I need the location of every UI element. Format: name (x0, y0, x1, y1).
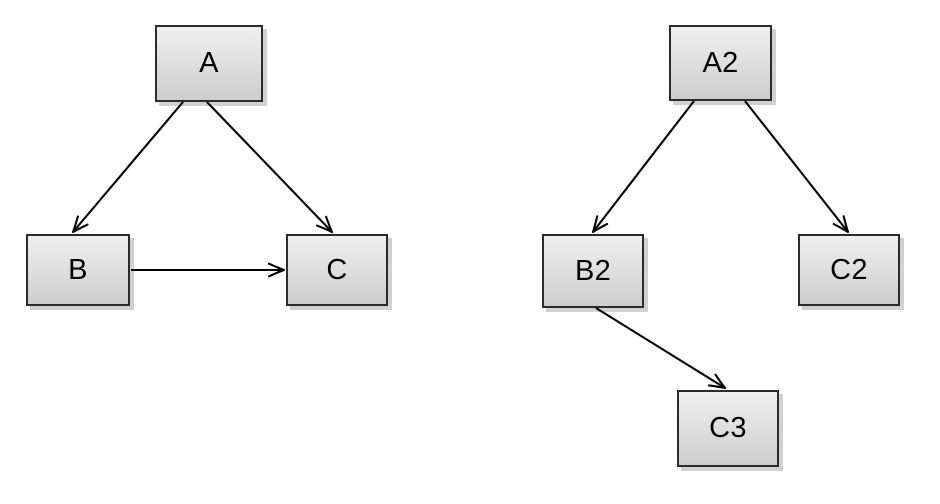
arrowhead (71, 215, 89, 234)
arrowhead (316, 215, 334, 234)
edge-b-to-c (131, 262, 286, 278)
node-label: B (68, 253, 88, 286)
node-label: C (326, 253, 348, 286)
node-label: B2 (574, 254, 612, 287)
node-label: C3 (709, 412, 747, 444)
node-label: A2 (702, 46, 739, 79)
edge-a-to-b (71, 101, 184, 234)
edge-a2-to-b2 (591, 100, 695, 234)
node-c[interactable]: C (286, 234, 388, 306)
node-label: A (199, 47, 219, 79)
node-label: C2 (830, 253, 868, 286)
edge-b2-to-c3 (595, 307, 727, 390)
arrowhead (267, 262, 286, 278)
node-b[interactable]: B (26, 234, 130, 306)
node-c3[interactable]: C3 (677, 390, 779, 467)
arrowhead (832, 215, 850, 234)
edge-a2-to-c2 (744, 100, 850, 234)
arrowhead (707, 373, 727, 390)
node-c2[interactable]: C2 (798, 234, 900, 306)
node-a[interactable]: A (155, 25, 263, 102)
node-a2[interactable]: A2 (669, 25, 772, 101)
arrowhead (591, 215, 609, 234)
node-b2[interactable]: B2 (542, 234, 644, 308)
edge-a-to-c (206, 101, 334, 234)
